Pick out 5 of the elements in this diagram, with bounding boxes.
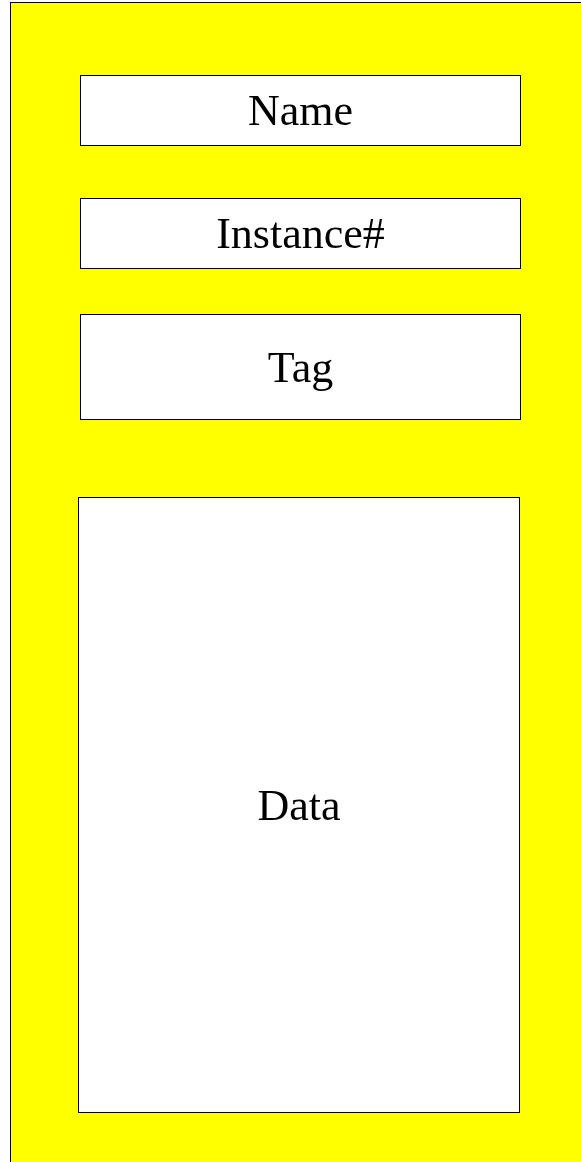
record-field: Instance# — [80, 198, 521, 269]
record-panel — [10, 2, 581, 1162]
record-field: Name — [80, 75, 521, 146]
data-field: Data — [78, 497, 520, 1113]
record-field: Tag — [80, 314, 521, 420]
